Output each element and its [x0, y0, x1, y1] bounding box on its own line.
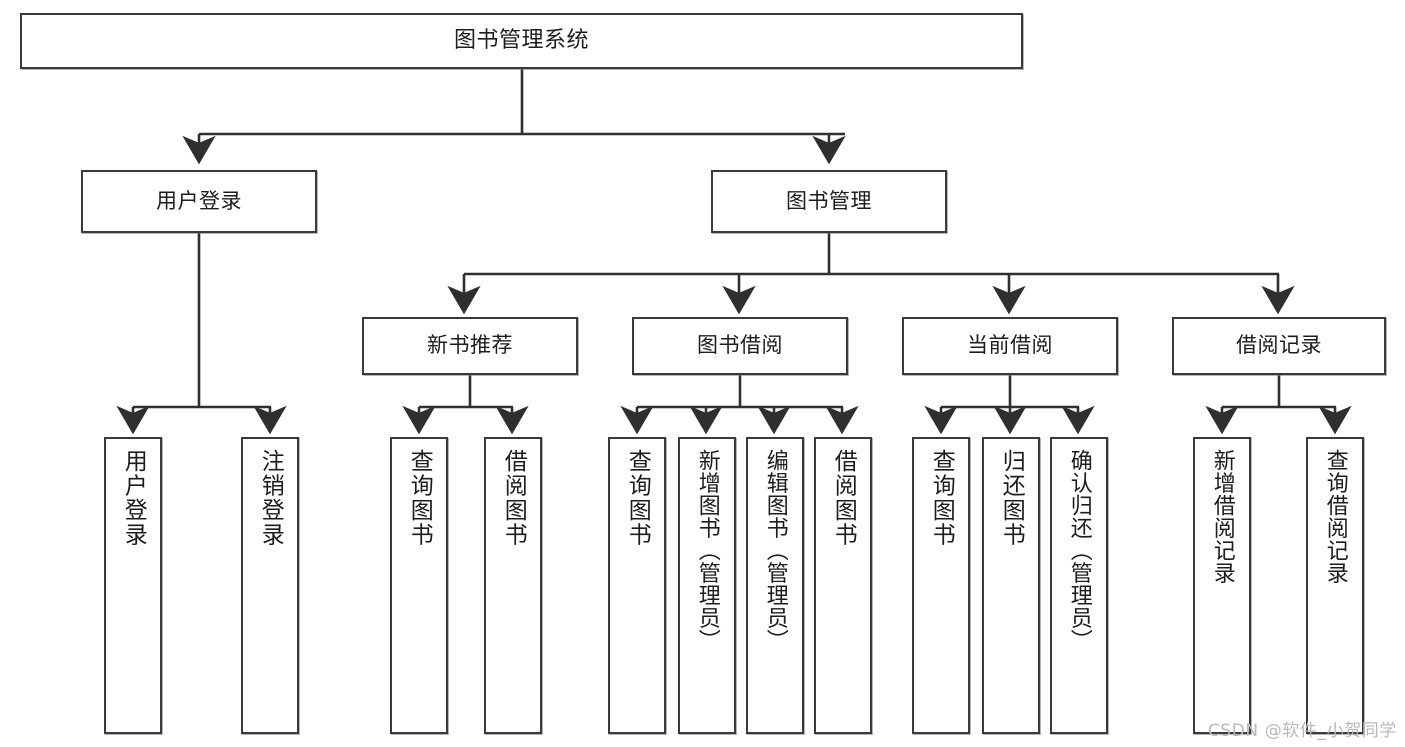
node-book-borrow[interactable]: 图书借阅	[632, 317, 848, 375]
node-leaf-query-book-3-label: 查询图书	[928, 449, 955, 547]
node-leaf-edit-book-label: 编辑图书（管理员）	[762, 449, 788, 652]
node-leaf-query-book-2[interactable]: 查询图书	[608, 437, 666, 734]
node-user-login-label: 用户登录	[156, 188, 242, 213]
node-leaf-add-book[interactable]: 新增图书（管理员）	[678, 437, 736, 734]
node-new-book-recommend[interactable]: 新书推荐	[362, 317, 578, 375]
node-current-borrow-label: 当前借阅	[967, 333, 1053, 358]
node-leaf-query-book-2-label: 查询图书	[624, 449, 651, 547]
node-leaf-logout-label: 注销登录	[257, 449, 284, 547]
node-user-login[interactable]: 用户登录	[81, 170, 317, 233]
node-leaf-user-login[interactable]: 用户登录	[104, 437, 162, 734]
node-book-borrow-label: 图书借阅	[697, 333, 783, 358]
node-leaf-borrow-book-1[interactable]: 借阅图书	[484, 437, 542, 734]
node-leaf-query-book-1-label: 查询图书	[406, 449, 433, 547]
node-leaf-confirm-return[interactable]: 确认归还（管理员）	[1050, 437, 1108, 734]
node-borrow-record-label: 借阅记录	[1236, 333, 1322, 358]
node-root-label: 图书管理系统	[453, 28, 589, 54]
node-leaf-logout[interactable]: 注销登录	[241, 437, 299, 734]
node-borrow-record[interactable]: 借阅记录	[1172, 317, 1386, 375]
node-leaf-query-record[interactable]: 查询借阅记录	[1306, 437, 1364, 734]
node-current-borrow[interactable]: 当前借阅	[902, 317, 1118, 375]
watermark-text: CSDN @软件_小贺同学	[1207, 721, 1397, 741]
node-leaf-return-book-label: 归还图书	[998, 449, 1025, 547]
node-leaf-return-book[interactable]: 归还图书	[982, 437, 1040, 734]
node-new-book-recommend-label: 新书推荐	[427, 333, 513, 358]
node-book-manage[interactable]: 图书管理	[711, 170, 947, 233]
node-leaf-query-record-label: 查询借阅记录	[1322, 449, 1348, 584]
node-root[interactable]: 图书管理系统	[20, 13, 1023, 69]
node-leaf-query-book-3[interactable]: 查询图书	[912, 437, 970, 734]
node-leaf-borrow-book-2[interactable]: 借阅图书	[814, 437, 872, 734]
node-leaf-query-book-1[interactable]: 查询图书	[390, 437, 448, 734]
node-leaf-borrow-book-2-label: 借阅图书	[830, 449, 857, 547]
node-leaf-add-record-label: 新增借阅记录	[1209, 449, 1235, 584]
node-book-manage-label: 图书管理	[786, 188, 872, 213]
node-leaf-borrow-book-1-label: 借阅图书	[500, 449, 527, 547]
node-leaf-user-login-label: 用户登录	[120, 449, 147, 547]
node-leaf-confirm-return-label: 确认归还（管理员）	[1066, 449, 1092, 652]
node-leaf-add-book-label: 新增图书（管理员）	[694, 449, 720, 652]
node-leaf-add-record[interactable]: 新增借阅记录	[1193, 437, 1251, 734]
node-leaf-edit-book[interactable]: 编辑图书（管理员）	[746, 437, 804, 734]
